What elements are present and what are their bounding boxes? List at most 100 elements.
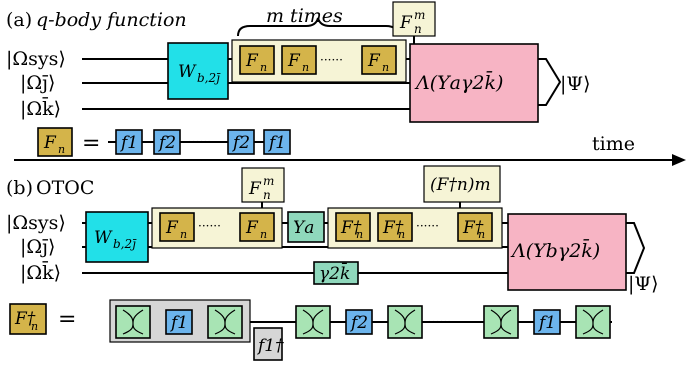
svg-text:······: ······ [416,219,439,233]
svg-text:n: n [478,228,485,241]
fdag-gate-b-1: F† n [335,212,371,242]
wire-label-j-b: |Ωj̄⟩ [20,236,55,258]
lambda-gate-b-label: Λ(Υbγ2k̄) [510,238,600,262]
eq-b-lhs-box [9,303,47,335]
panel-b: (b) OTOC F m n (F†n)m |Ωsys⟩ |Ωj̄⟩ |Ωk̄⟩… [6,165,658,361]
f-gate-b-1: F n [159,212,195,242]
panel-a: (a) q-body function m times F m n |Ωsys⟩… [6,1,590,157]
fnm-tag-a-sup: m [414,8,425,22]
svg-text:n: n [180,228,187,241]
w-gate-a [167,42,229,100]
eq-b-tile-1 [115,305,151,339]
f-gate-b-2: F n [239,212,275,242]
eq-b-block-dag [253,327,283,361]
eq-b-equals: = [58,307,76,332]
eq-b-block-3 [533,309,561,335]
svg-text:n: n [263,188,271,202]
svg-text:f2: f2 [349,313,368,333]
wire-label-sys-b: |Ωsys⟩ [6,212,66,234]
svg-text:n: n [356,228,363,241]
fdag-tag-b [423,165,501,203]
dots-a: ······ [320,53,343,67]
svg-text:F: F [165,218,179,238]
svg-text:n: n [58,143,65,156]
wire-label-sys-a: |Ωsys⟩ [6,48,66,70]
svg-text:F: F [245,51,259,71]
svg-text:n: n [31,320,38,333]
svg-text:······: ······ [188,135,211,149]
panel-b-label: (b) [6,177,33,199]
svg-text:f1: f1 [169,313,188,333]
f-gate-a-3: F n [361,45,397,75]
eq-b-tile-6 [575,305,611,339]
svg-text:n: n [260,228,267,241]
fnm-tag-a-sub: n [414,22,422,36]
equation-a: F n = f1 f2 ······ f2 f1 [37,127,291,157]
svg-text:f1: f1 [267,133,286,153]
upsilon-gate-b [287,211,325,243]
time-axis: time [14,133,686,166]
panel-a-label: (a) [6,9,32,31]
svg-text:F: F [245,218,259,238]
w-gate-a-sub: b,2j̄ [197,71,221,85]
svg-text:m: m [263,174,274,188]
svg-text:F†: F† [382,218,404,238]
repeat-brace [237,17,399,37]
svg-text:F†: F† [462,218,484,238]
fdag-gate-b-2: F† n [377,212,413,242]
w-gate-a-letter: W [178,62,197,82]
svg-text:······: ······ [428,315,451,329]
svg-text:b,2j̄: b,2j̄ [113,237,137,251]
svg-text:f1: f1 [119,133,138,153]
svg-text:f1: f1 [537,313,556,333]
output-b: |Ψ⟩ [628,273,658,295]
eq-b-block-1 [165,309,193,335]
svg-text:n: n [398,228,405,241]
lambda-gate-a [409,43,539,123]
eq-a-equals: = [82,131,100,156]
brace-label: m times [266,5,343,27]
eq-a-block-3 [227,129,255,155]
fdag-gate-b-3: F† n [457,212,493,242]
panel-a-title: q-body function [36,9,187,31]
svg-text:n: n [260,61,267,74]
output-join-a [538,58,562,106]
eq-a-lhs-box [37,127,73,157]
eq-a-block-1 [115,129,143,155]
fnm-tag-a-letter: F [399,13,413,33]
eq-b-tile-4 [387,305,423,339]
equation-b: F† n = f1 f1† [9,299,612,361]
wire-label-k-a: |Ωk̄⟩ [20,96,61,120]
panel-b-title: OTOC [36,177,94,199]
lambda-gate-b [507,213,627,291]
eq-a-block-2 [153,129,181,155]
svg-text:F: F [367,51,381,71]
eq-a-lhs: F [43,133,57,153]
output-join-b [626,222,646,274]
eq-b-block-2 [345,309,373,335]
svg-text:n: n [302,61,309,74]
output-a: |Ψ⟩ [560,73,590,95]
svg-text:W: W [94,228,113,248]
f-gate-a-2: F n [281,45,317,75]
eq-b-tile-5 [483,305,519,339]
gamma-gate-b-label: γ2k̄ [319,261,350,284]
svg-text:······: ······ [198,219,221,233]
eq-b-lhs: F† [14,309,36,329]
wire-label-k-b: |Ωk̄⟩ [20,260,61,284]
svg-text:n: n [382,61,389,74]
fdag-tag-b-label: (F†n)m [430,175,491,195]
svg-text:F: F [287,51,301,71]
wire-label-j-a: |Ωj̄⟩ [20,72,55,94]
eq-b-tile-2 [207,305,243,339]
w-gate-b [85,211,149,263]
svg-text:f1†: f1† [256,336,284,356]
lambda-gate-a-label: Λ(Υaγ2k̄) [414,70,503,94]
eq-a-block-4 [263,129,291,155]
svg-text:F: F [248,179,262,199]
time-arrow-head [672,154,686,166]
svg-text:f2: f2 [231,133,250,153]
gamma-gate-b [313,261,359,285]
